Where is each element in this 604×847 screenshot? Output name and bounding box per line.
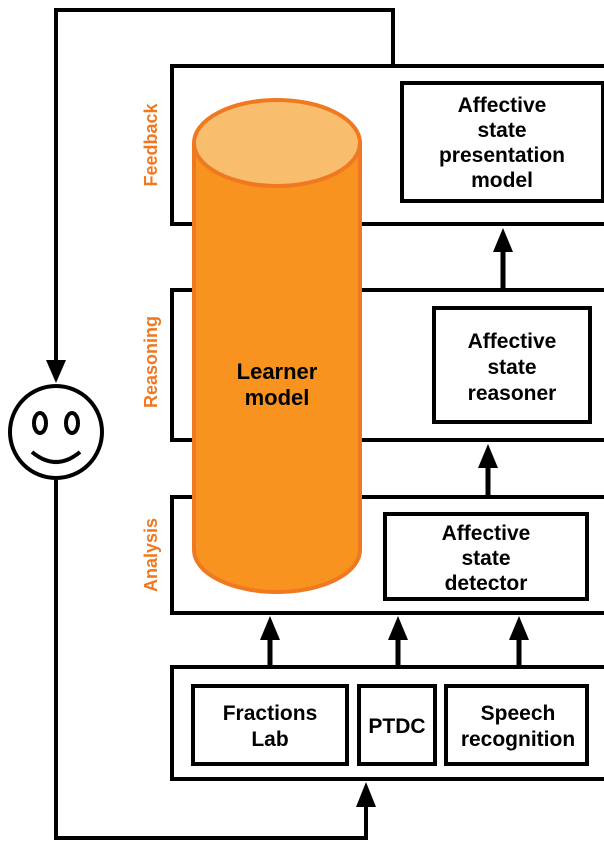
reasoner-line3: reasoner — [468, 382, 557, 405]
ptdc-box: PTDC — [357, 684, 437, 766]
speech-recognition-line1: Speech — [481, 702, 556, 725]
arrowhead-reasoner-to-presentation — [493, 228, 513, 252]
arrowhead-fractions-to-analysis — [260, 616, 280, 640]
speech-recognition-line2: recognition — [461, 728, 575, 751]
presentation-model-line3: presentation — [439, 144, 565, 167]
learner-model-cylinder: Learner model — [192, 98, 362, 594]
arrowhead-detector-to-reasoner — [478, 444, 498, 468]
detector-line2: state — [461, 547, 510, 570]
loop-arrowhead-to-learner — [46, 360, 66, 383]
fractions-lab-line1: Fractions — [223, 702, 318, 725]
layer-label-reasoning: Reasoning — [141, 316, 161, 408]
loop-line-top — [54, 8, 395, 362]
arrowhead-ptdc-to-analysis — [388, 616, 408, 640]
loop-line-bottom — [54, 480, 368, 840]
layer-label-analysis: Analysis — [141, 518, 161, 592]
presentation-model-line2: state — [477, 119, 526, 142]
reasoner-box: Affective state reasoner — [432, 306, 592, 424]
presentation-model-line4: model — [471, 169, 533, 192]
arrows — [260, 228, 529, 667]
detector-line3: detector — [445, 572, 528, 595]
fractions-lab-line2: Lab — [251, 728, 288, 751]
reasoner-line1: Affective — [468, 330, 557, 353]
speech-recognition-box: Speech recognition — [444, 684, 589, 766]
cylinder-top — [192, 98, 362, 188]
smiley-face-icon — [8, 384, 104, 480]
presentation-model-line1: Affective — [458, 94, 547, 117]
reasoner-line2: state — [487, 356, 536, 379]
ptdc-label: PTDC — [368, 715, 425, 738]
arrowhead-speech-to-analysis — [509, 616, 529, 640]
presentation-model-box: Affective state presentation model — [400, 81, 604, 203]
loop-arrowhead-to-inputs — [356, 782, 376, 807]
learner-model-label-line1: Learner — [237, 359, 318, 384]
layer-label-feedback: Feedback — [141, 102, 161, 186]
detector-box: Affective state detector — [383, 512, 589, 601]
learner-model-label-line2: model — [245, 385, 310, 410]
cylinder-body — [192, 141, 362, 594]
detector-line1: Affective — [442, 522, 531, 545]
fractions-lab-box: Fractions Lab — [191, 684, 349, 766]
